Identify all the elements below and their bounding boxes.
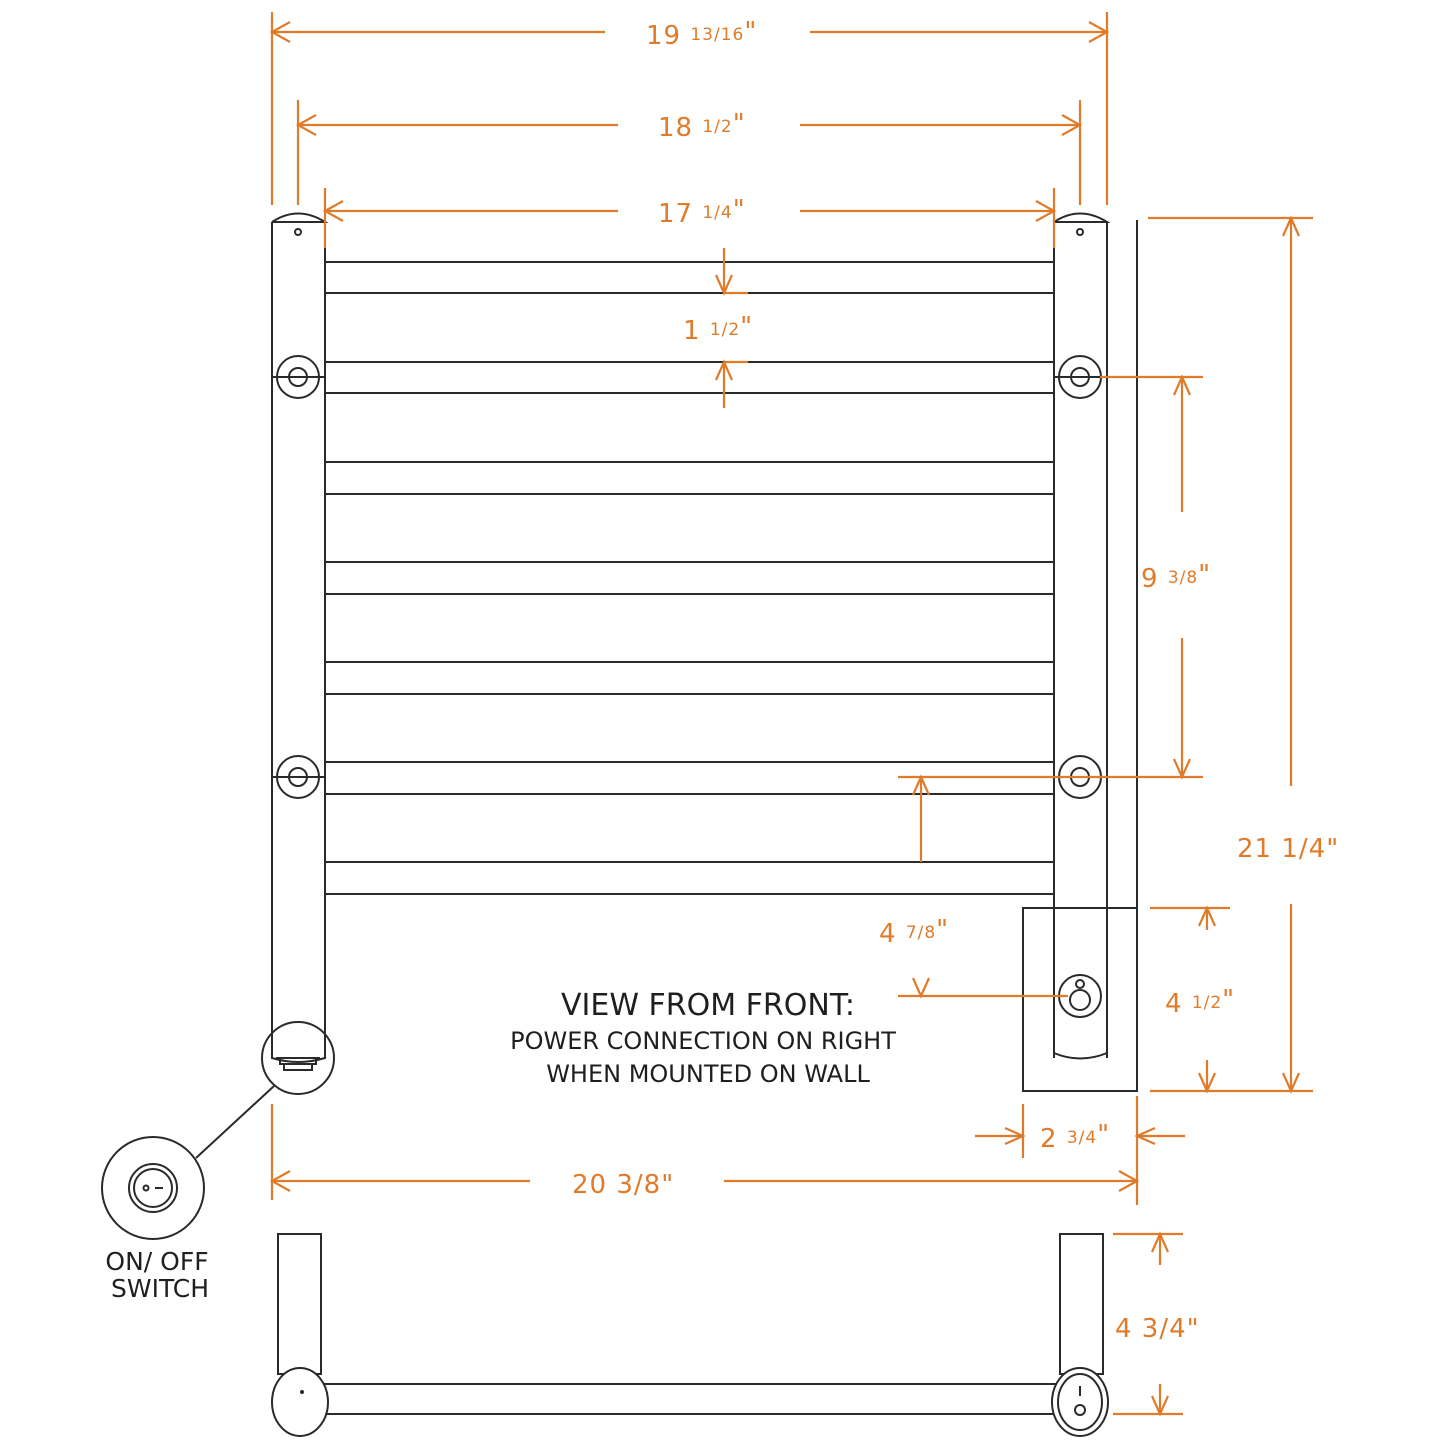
- front-view: [101, 212, 1138, 1240]
- power-connection-box: [1022, 907, 1138, 1092]
- dim-bracket-to-power: 4 7/8": [879, 915, 949, 949]
- dim-overall-width: 19 13/16": [646, 17, 757, 51]
- mount-bracket-top-left: [272, 355, 325, 399]
- side-switch-icon: [1057, 1373, 1103, 1431]
- bars: [325, 261, 1054, 895]
- dim-bar-spacing: 1 1/2": [683, 312, 753, 346]
- dim-power-box-height: 4 1/2": [1165, 985, 1235, 1019]
- switch-callout: [101, 1021, 335, 1240]
- switch-label-line1: ON/ OFF: [105, 1247, 208, 1276]
- dim-overall-height: 21 1/4": [1237, 834, 1339, 864]
- on-off-switch-icon: [128, 1163, 178, 1213]
- right-post: [1053, 212, 1111, 1060]
- dimension-lines: [269, 12, 1313, 1417]
- left-post: [271, 212, 329, 1063]
- view-note-line1: POWER CONNECTION ON RIGHT: [510, 1027, 896, 1055]
- top-cap-hole-icon: [294, 228, 302, 236]
- dim-overall-width-with-box: 20 3/8": [572, 1170, 674, 1200]
- dim-power-box-width: 2 3/4": [1040, 1120, 1110, 1154]
- switch-label-line2: SWITCH: [111, 1274, 209, 1303]
- side-view: [271, 1233, 1109, 1437]
- view-title: VIEW FROM FRONT:: [561, 988, 855, 1023]
- dim-bar-width: 17 1/4": [658, 195, 746, 229]
- mount-bracket-top-right: [1054, 355, 1107, 399]
- mount-bracket-bottom-left: [272, 755, 325, 799]
- view-note-line2: WHEN MOUNTED ON WALL: [546, 1060, 870, 1088]
- dim-mount-width: 18 1/2": [658, 109, 746, 143]
- dim-bracket-spacing: 9 3/8": [1141, 560, 1211, 594]
- top-cap-hole-icon: [1076, 228, 1084, 236]
- dim-depth: 4 3/4": [1115, 1314, 1200, 1344]
